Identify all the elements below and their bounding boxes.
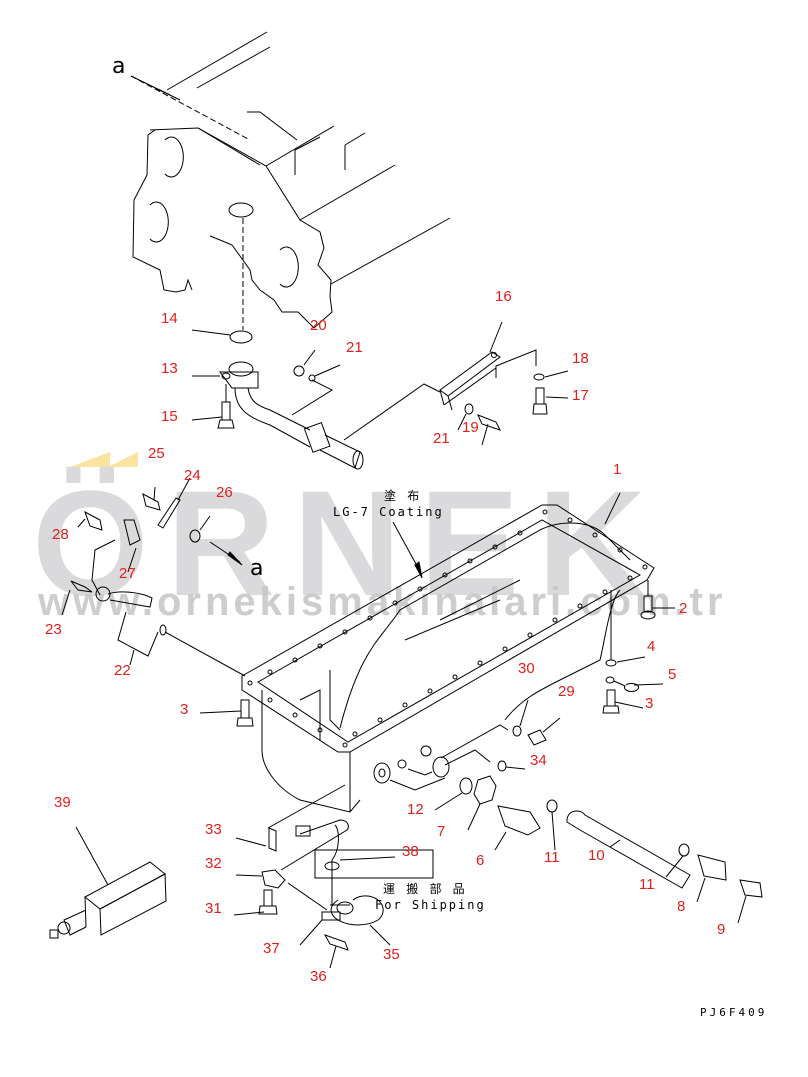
callout-17: 17 <box>572 387 589 404</box>
callout-37: 37 <box>263 940 280 957</box>
tool-part-icon <box>49 861 167 939</box>
callout-10: 10 <box>588 847 605 864</box>
callout-36: 36 <box>310 968 327 985</box>
callout-16: 16 <box>495 288 512 305</box>
callout-32: 32 <box>205 855 222 872</box>
callout-1: 1 <box>613 461 622 478</box>
callout-12: 12 <box>407 801 424 818</box>
callout-11: 11 <box>639 876 655 893</box>
coating-note-en: LG-7 Coating <box>333 505 444 519</box>
shipping-note-en: For Shipping <box>375 898 486 912</box>
oil-pan-icon <box>241 504 655 813</box>
callout-18: 18 <box>572 350 589 367</box>
callout-28: 28 <box>52 526 69 543</box>
callout-29: 29 <box>558 683 575 700</box>
callout-15: 15 <box>161 408 178 425</box>
view-marker-a-top: a <box>112 54 126 79</box>
callout-34: 34 <box>530 752 547 769</box>
callout-21: 21 <box>433 430 450 447</box>
callout-9: 9 <box>717 921 726 938</box>
callout-13: 13 <box>161 360 178 377</box>
callout-26: 26 <box>216 484 233 501</box>
callout-4: 4 <box>647 638 656 655</box>
callout-38: 38 <box>402 843 419 860</box>
oil-pipe-icon <box>219 361 364 470</box>
callout-35: 35 <box>383 946 400 963</box>
shipping-note-jp: 運 搬 部 品 <box>383 882 467 896</box>
callout-33: 33 <box>205 821 222 838</box>
callout-2: 2 <box>679 600 688 617</box>
callout-21: 21 <box>346 339 363 356</box>
bracket-icon <box>439 351 501 411</box>
callout-39: 39 <box>54 794 71 811</box>
callout-23: 23 <box>45 621 62 638</box>
coating-note-jp: 塗 布 <box>384 489 422 503</box>
callout-11: 11 <box>544 849 560 866</box>
callout-6: 6 <box>476 852 485 869</box>
callout-5: 5 <box>668 666 677 683</box>
callout-3: 3 <box>180 701 189 718</box>
callout-14: 14 <box>161 310 178 327</box>
callout-19: 19 <box>462 419 479 436</box>
callout-7: 7 <box>437 823 446 840</box>
view-marker-a-side: a <box>250 556 264 581</box>
callout-31: 31 <box>205 900 222 917</box>
callout-8: 8 <box>677 898 686 915</box>
callout-27: 27 <box>119 565 136 582</box>
callout-3: 3 <box>645 695 654 712</box>
callout-24: 24 <box>184 467 201 484</box>
drawing-code: PJ6F409 <box>700 1006 768 1019</box>
engine-block-icon <box>132 31 451 329</box>
callout-22: 22 <box>114 662 131 679</box>
callout-20: 20 <box>310 317 327 334</box>
callout-25: 25 <box>148 445 165 462</box>
callout-30: 30 <box>518 660 535 677</box>
